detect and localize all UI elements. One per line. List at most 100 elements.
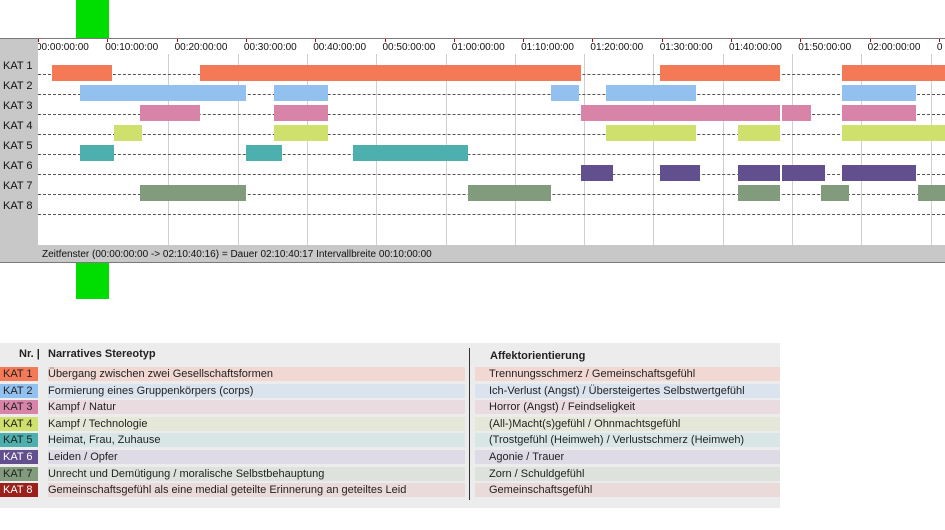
time-tick-label: 00:00:00:00 xyxy=(38,42,89,53)
time-tick-label: 00:40:00:00 xyxy=(313,42,367,53)
segment-kat-7[interactable] xyxy=(139,185,246,201)
segment-kat-3[interactable] xyxy=(841,105,917,121)
tick-mark xyxy=(523,39,525,42)
green-marker-top xyxy=(76,0,109,38)
segment-kat-1[interactable] xyxy=(659,65,780,81)
legend-header-stereotype: Narratives Stereotyp xyxy=(48,348,156,360)
segment-kat-3[interactable] xyxy=(781,105,812,121)
row-guide-line xyxy=(38,134,945,135)
segment-kat-6[interactable] xyxy=(738,165,780,181)
time-tick-label: 01:00:00:00 xyxy=(451,42,505,53)
legend-category-chip: KAT 6 xyxy=(0,450,38,464)
time-tick-label: 00:50:00:00 xyxy=(382,42,436,53)
segment-kat-2[interactable] xyxy=(79,85,246,101)
row-label: KAT 4 xyxy=(3,120,33,132)
time-tick-label: 01:30:00:00 xyxy=(659,42,713,53)
segment-kat-5[interactable] xyxy=(245,145,282,161)
time-tick-label: 02:00:00:00 xyxy=(867,42,921,53)
grid-line xyxy=(792,54,793,245)
row-label: KAT 1 xyxy=(3,60,33,72)
row-guide-line xyxy=(38,94,945,95)
legend-affect: (All-)Macht(s)gefühl / Ohnmachtsgefühl xyxy=(475,416,780,431)
segment-kat-3[interactable] xyxy=(139,105,200,121)
segment-kat-7[interactable] xyxy=(821,185,849,201)
legend-affect: Horror (Angst) / Feindseligkeit xyxy=(475,400,780,415)
tick-mark xyxy=(315,39,317,42)
grid-line xyxy=(168,54,170,245)
legend-category-chip: KAT 4 xyxy=(0,416,38,431)
legend-affect: Trennungsschmerz / Gemeinschaftsgefühl xyxy=(475,367,780,381)
segment-kat-4[interactable] xyxy=(114,125,143,141)
row-guide-line xyxy=(38,214,945,215)
segment-kat-4[interactable] xyxy=(273,125,328,141)
tick-mark xyxy=(800,39,802,42)
legend-category-chip: KAT 3 xyxy=(0,400,38,415)
legend-category-chip: KAT 5 xyxy=(0,433,38,448)
tick-mark xyxy=(592,39,594,42)
legend-stereotype: Unrecht und Demütigung / moralische Selb… xyxy=(48,466,465,481)
time-tick-label: 0 xyxy=(936,42,943,53)
segment-kat-1[interactable] xyxy=(199,65,581,81)
row-label: KAT 2 xyxy=(3,80,33,92)
row-label: KAT 8 xyxy=(3,200,33,212)
green-marker-bottom xyxy=(76,263,109,299)
legend-column-divider xyxy=(469,348,470,500)
segment-kat-4[interactable] xyxy=(841,125,945,141)
segment-kat-4[interactable] xyxy=(606,125,697,141)
row-guide-line xyxy=(38,154,945,155)
legend-affect: Zorn / Schuldgefühl xyxy=(475,466,780,481)
segment-kat-5[interactable] xyxy=(353,145,468,161)
row-guide-line xyxy=(38,114,945,115)
tick-mark xyxy=(453,39,455,42)
tick-mark xyxy=(107,39,109,42)
segment-kat-2[interactable] xyxy=(550,85,579,101)
legend-category-chip: KAT 8 xyxy=(0,483,38,498)
row-guide-line xyxy=(38,174,945,175)
tick-mark xyxy=(176,39,178,42)
legend-affect: Gemeinschaftsgefühl xyxy=(475,483,780,498)
grid-line xyxy=(722,54,724,245)
segment-kat-2[interactable] xyxy=(841,85,917,101)
segment-kat-1[interactable] xyxy=(51,65,113,81)
legend-stereotype: Heimat, Frau, Zuhause xyxy=(48,433,465,448)
tick-mark xyxy=(869,39,871,42)
grid-line xyxy=(514,54,516,245)
tick-mark xyxy=(661,39,663,42)
time-tick-label: 01:10:00:00 xyxy=(521,42,574,53)
segment-kat-5[interactable] xyxy=(79,145,115,161)
tick-mark xyxy=(731,39,732,42)
segment-kat-2[interactable] xyxy=(606,85,697,101)
time-tick-label: 01:50:00:00 xyxy=(798,42,852,53)
legend-header-affect: Affektorientierung xyxy=(490,350,586,362)
segment-kat-6[interactable] xyxy=(659,165,700,181)
legend-row: KAT 3 Kampf / Natur Horror (Angst) / Feind… xyxy=(0,399,780,415)
legend-table: Nr. | Narratives Stereotyp Affektorienti… xyxy=(0,343,780,508)
segment-kat-3[interactable] xyxy=(580,105,780,121)
legend-stereotype: Kampf / Technologie xyxy=(48,416,465,431)
segment-kat-7[interactable] xyxy=(738,185,780,201)
segment-kat-7[interactable] xyxy=(467,185,551,201)
tick-mark xyxy=(384,39,386,42)
segment-kat-6[interactable] xyxy=(781,165,825,181)
legend-row: KAT 8 Gemeinschaftsgefühl als eine medial… xyxy=(0,482,780,498)
segment-kat-4[interactable] xyxy=(738,125,780,141)
segment-kat-3[interactable] xyxy=(273,105,328,121)
segment-kat-1[interactable] xyxy=(841,65,945,81)
legend-stereotype: Gemeinschaftsgefühl als eine medial gete… xyxy=(48,483,465,498)
grid-line xyxy=(930,54,932,245)
segment-kat-6[interactable] xyxy=(841,165,917,181)
segment-kat-2[interactable] xyxy=(273,85,328,101)
legend-row: KAT 4 Kampf / Technologie (All-)Macht(s)ge… xyxy=(0,416,780,432)
grid-line xyxy=(584,54,586,245)
timeline-status-bar: Zeitfenster (00:00:00:00 -> 02:10:40:16)… xyxy=(42,249,432,260)
legend-stereotype: Kampf / Natur xyxy=(48,400,465,415)
segment-kat-6[interactable] xyxy=(580,165,614,181)
time-tick-label: 00:30:00:00 xyxy=(243,42,297,53)
segment-kat-7[interactable] xyxy=(918,185,945,201)
row-label: KAT 7 xyxy=(3,180,33,192)
